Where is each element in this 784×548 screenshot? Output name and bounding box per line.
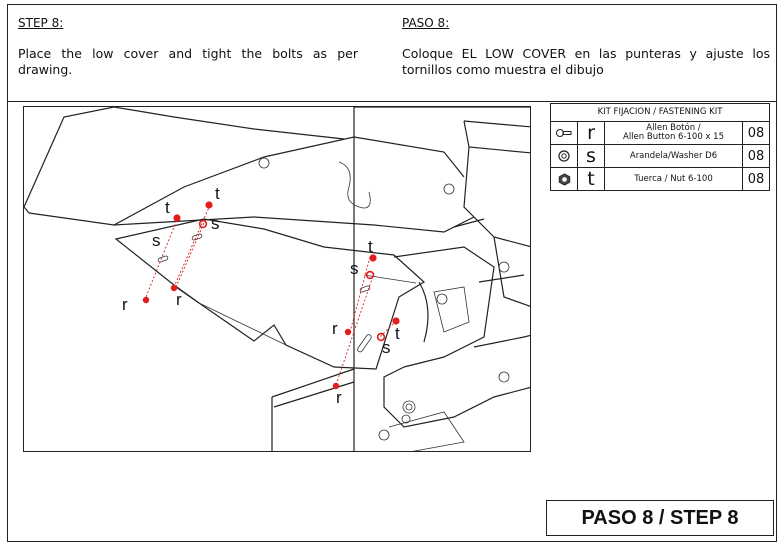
kit-quantity: 08 [747, 171, 765, 187]
washer-marker [376, 332, 386, 342]
assembly-drawing-svg: t t s s r r t s r t s r [24, 107, 530, 451]
english-step-heading: STEP 8: [18, 16, 64, 30]
kit-row-washer: s Arandela/Washer D6 08 [551, 145, 769, 168]
kit-row-nut: t Tuerca / Nut 6-100 08 [551, 168, 769, 190]
bolt-marker [332, 382, 340, 390]
base-block [271, 368, 355, 451]
nut-marker [392, 317, 400, 325]
fastener-guides [145, 204, 397, 386]
kit-description-line: Allen Button 6-100 x 15 [623, 132, 724, 142]
nut-icon [551, 168, 578, 190]
step-label-box: PASO 8 / STEP 8 [546, 500, 774, 536]
kit-quantity: 08 [747, 125, 765, 141]
kit-description: Allen Botón /Allen Button 6-100 x 15 [605, 122, 743, 144]
washer-marker [198, 219, 208, 229]
assembly-drawing: t t s s r r t s r t s r [23, 106, 531, 452]
kit-description: Tuerca / Nut 6-100 [605, 168, 743, 190]
nut-marker [205, 201, 213, 209]
english-step-text: Place the low cover and tight the bolts … [18, 46, 358, 77]
bolt-marker [170, 284, 178, 292]
bolt-label: r [122, 295, 128, 314]
washer-label: s [350, 259, 359, 278]
bolt-label: r [336, 388, 342, 407]
bolt-label: r [176, 290, 182, 309]
header-divider [7, 101, 777, 102]
nut-label: t [368, 237, 373, 256]
spanish-step-text: Coloque EL LOW COVER en las punteras y a… [402, 46, 770, 77]
bolt-marker [142, 296, 150, 304]
washer-icon [551, 145, 578, 167]
bolt-marker [344, 328, 352, 336]
washer-marker [365, 270, 375, 280]
bolt-label: r [332, 319, 338, 338]
nut-label: t [215, 184, 220, 203]
kit-description: Arandela/Washer D6 [605, 145, 743, 167]
kit-quantity: 08 [747, 148, 765, 164]
kit-description-line: Arandela/Washer D6 [629, 150, 718, 161]
kit-letter: s [578, 145, 605, 167]
chassis-frame [338, 107, 530, 451]
kit-letter: t [578, 168, 605, 190]
callout-labels: t t s s r r t s r t s r [122, 184, 400, 407]
kit-description-line: Tuerca / Nut 6-100 [634, 173, 713, 184]
body-panel [24, 107, 475, 233]
nut-marker [173, 214, 181, 222]
washer-label: s [211, 214, 220, 233]
kit-description-line: Allen Botón / [646, 123, 701, 133]
washer-label: s [382, 338, 391, 357]
page-frame [7, 4, 777, 542]
low-cover-plate [114, 218, 426, 370]
nut-marker [369, 254, 377, 262]
kit-title: KIT FIJACION / FASTENING KIT [551, 104, 769, 122]
nut-label: t [165, 198, 170, 217]
fastening-kit-table: KIT FIJACION / FASTENING KIT r Allen Bot… [550, 103, 770, 191]
washer-label: s [152, 231, 161, 250]
kit-letter: r [578, 122, 605, 144]
nut-label: t [395, 324, 400, 343]
fasteners [142, 201, 400, 390]
bolt-icon [551, 122, 578, 144]
spanish-step-heading: PASO 8: [402, 16, 450, 30]
kit-row-bolt: r Allen Botón /Allen Button 6-100 x 15 0… [551, 122, 769, 145]
